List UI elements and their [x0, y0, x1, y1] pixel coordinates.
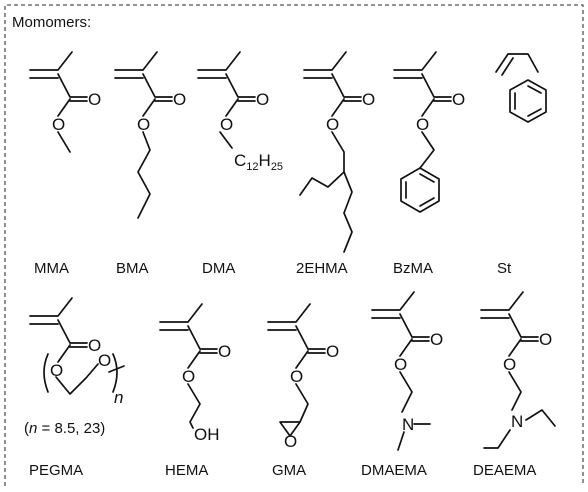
atom-o: O [220, 115, 233, 134]
structure-deaema: O O N [480, 291, 556, 449]
atom-o: O [362, 90, 375, 109]
structure-dmaema: O O N [371, 291, 443, 451]
atom-o: O [326, 115, 339, 134]
structure-gma: O O O [267, 303, 339, 451]
label-mma: MMA [34, 260, 69, 277]
label-hema: HEMA [165, 462, 208, 479]
structure-2ehma: O O [299, 51, 375, 253]
atom-o: O [50, 361, 63, 380]
pegma-note: (n = 8.5, 23) [24, 420, 105, 437]
repeat-bracket-left [43, 353, 49, 393]
dashed-frame [4, 4, 584, 486]
label-bma: BMA [116, 260, 149, 277]
atom-o: O [539, 330, 552, 349]
benzene-ring [400, 167, 440, 213]
atom-o: O [416, 115, 429, 134]
atom-n: N [402, 415, 414, 434]
atom-o: O [52, 115, 65, 134]
repeat-bracket-right [112, 353, 118, 393]
repeat-n: n [114, 388, 123, 407]
label-dma: DMA [202, 260, 235, 277]
atom-oh: OH [194, 425, 220, 444]
label-bzma: BzMA [393, 260, 433, 277]
structure-dma: O O C12H25 [197, 51, 283, 173]
atom-n: N [511, 412, 523, 431]
atom-o: O [98, 351, 111, 370]
panel-title: Momomers: [12, 14, 91, 31]
atom-o: O [256, 90, 269, 109]
atom-o: O [394, 355, 407, 374]
structure-bzma: O O [393, 51, 465, 213]
atom-o: O [430, 330, 443, 349]
label-pegma: PEGMA [29, 462, 83, 479]
atom-o: O [88, 336, 101, 355]
atom-o: O [284, 432, 297, 451]
label-dmaema: DMAEMA [361, 462, 427, 479]
structure-hema: O O OH [159, 303, 231, 444]
structure-st [495, 53, 547, 123]
structure-pegma: O O O n (n = 8.5, 23) [24, 297, 125, 437]
atom-o: O [326, 342, 339, 361]
atom-o: O [503, 355, 516, 374]
atom-o: O [137, 115, 150, 134]
structure-mma: O O [29, 51, 101, 153]
atom-o: O [290, 367, 303, 386]
atom-o: O [173, 90, 186, 109]
benzene-ring [509, 79, 547, 123]
label-deaema: DEAEMA [473, 462, 536, 479]
label-st: St [497, 260, 512, 277]
atom-o: O [182, 367, 195, 386]
atom-o: O [88, 90, 101, 109]
chain-c12h25: C12H25 [234, 151, 283, 173]
structure-bma: O O [114, 51, 186, 219]
atom-o: O [452, 90, 465, 109]
label-2ehma: 2EHMA [296, 260, 348, 277]
label-gma: GMA [272, 462, 306, 479]
atom-o: O [218, 342, 231, 361]
